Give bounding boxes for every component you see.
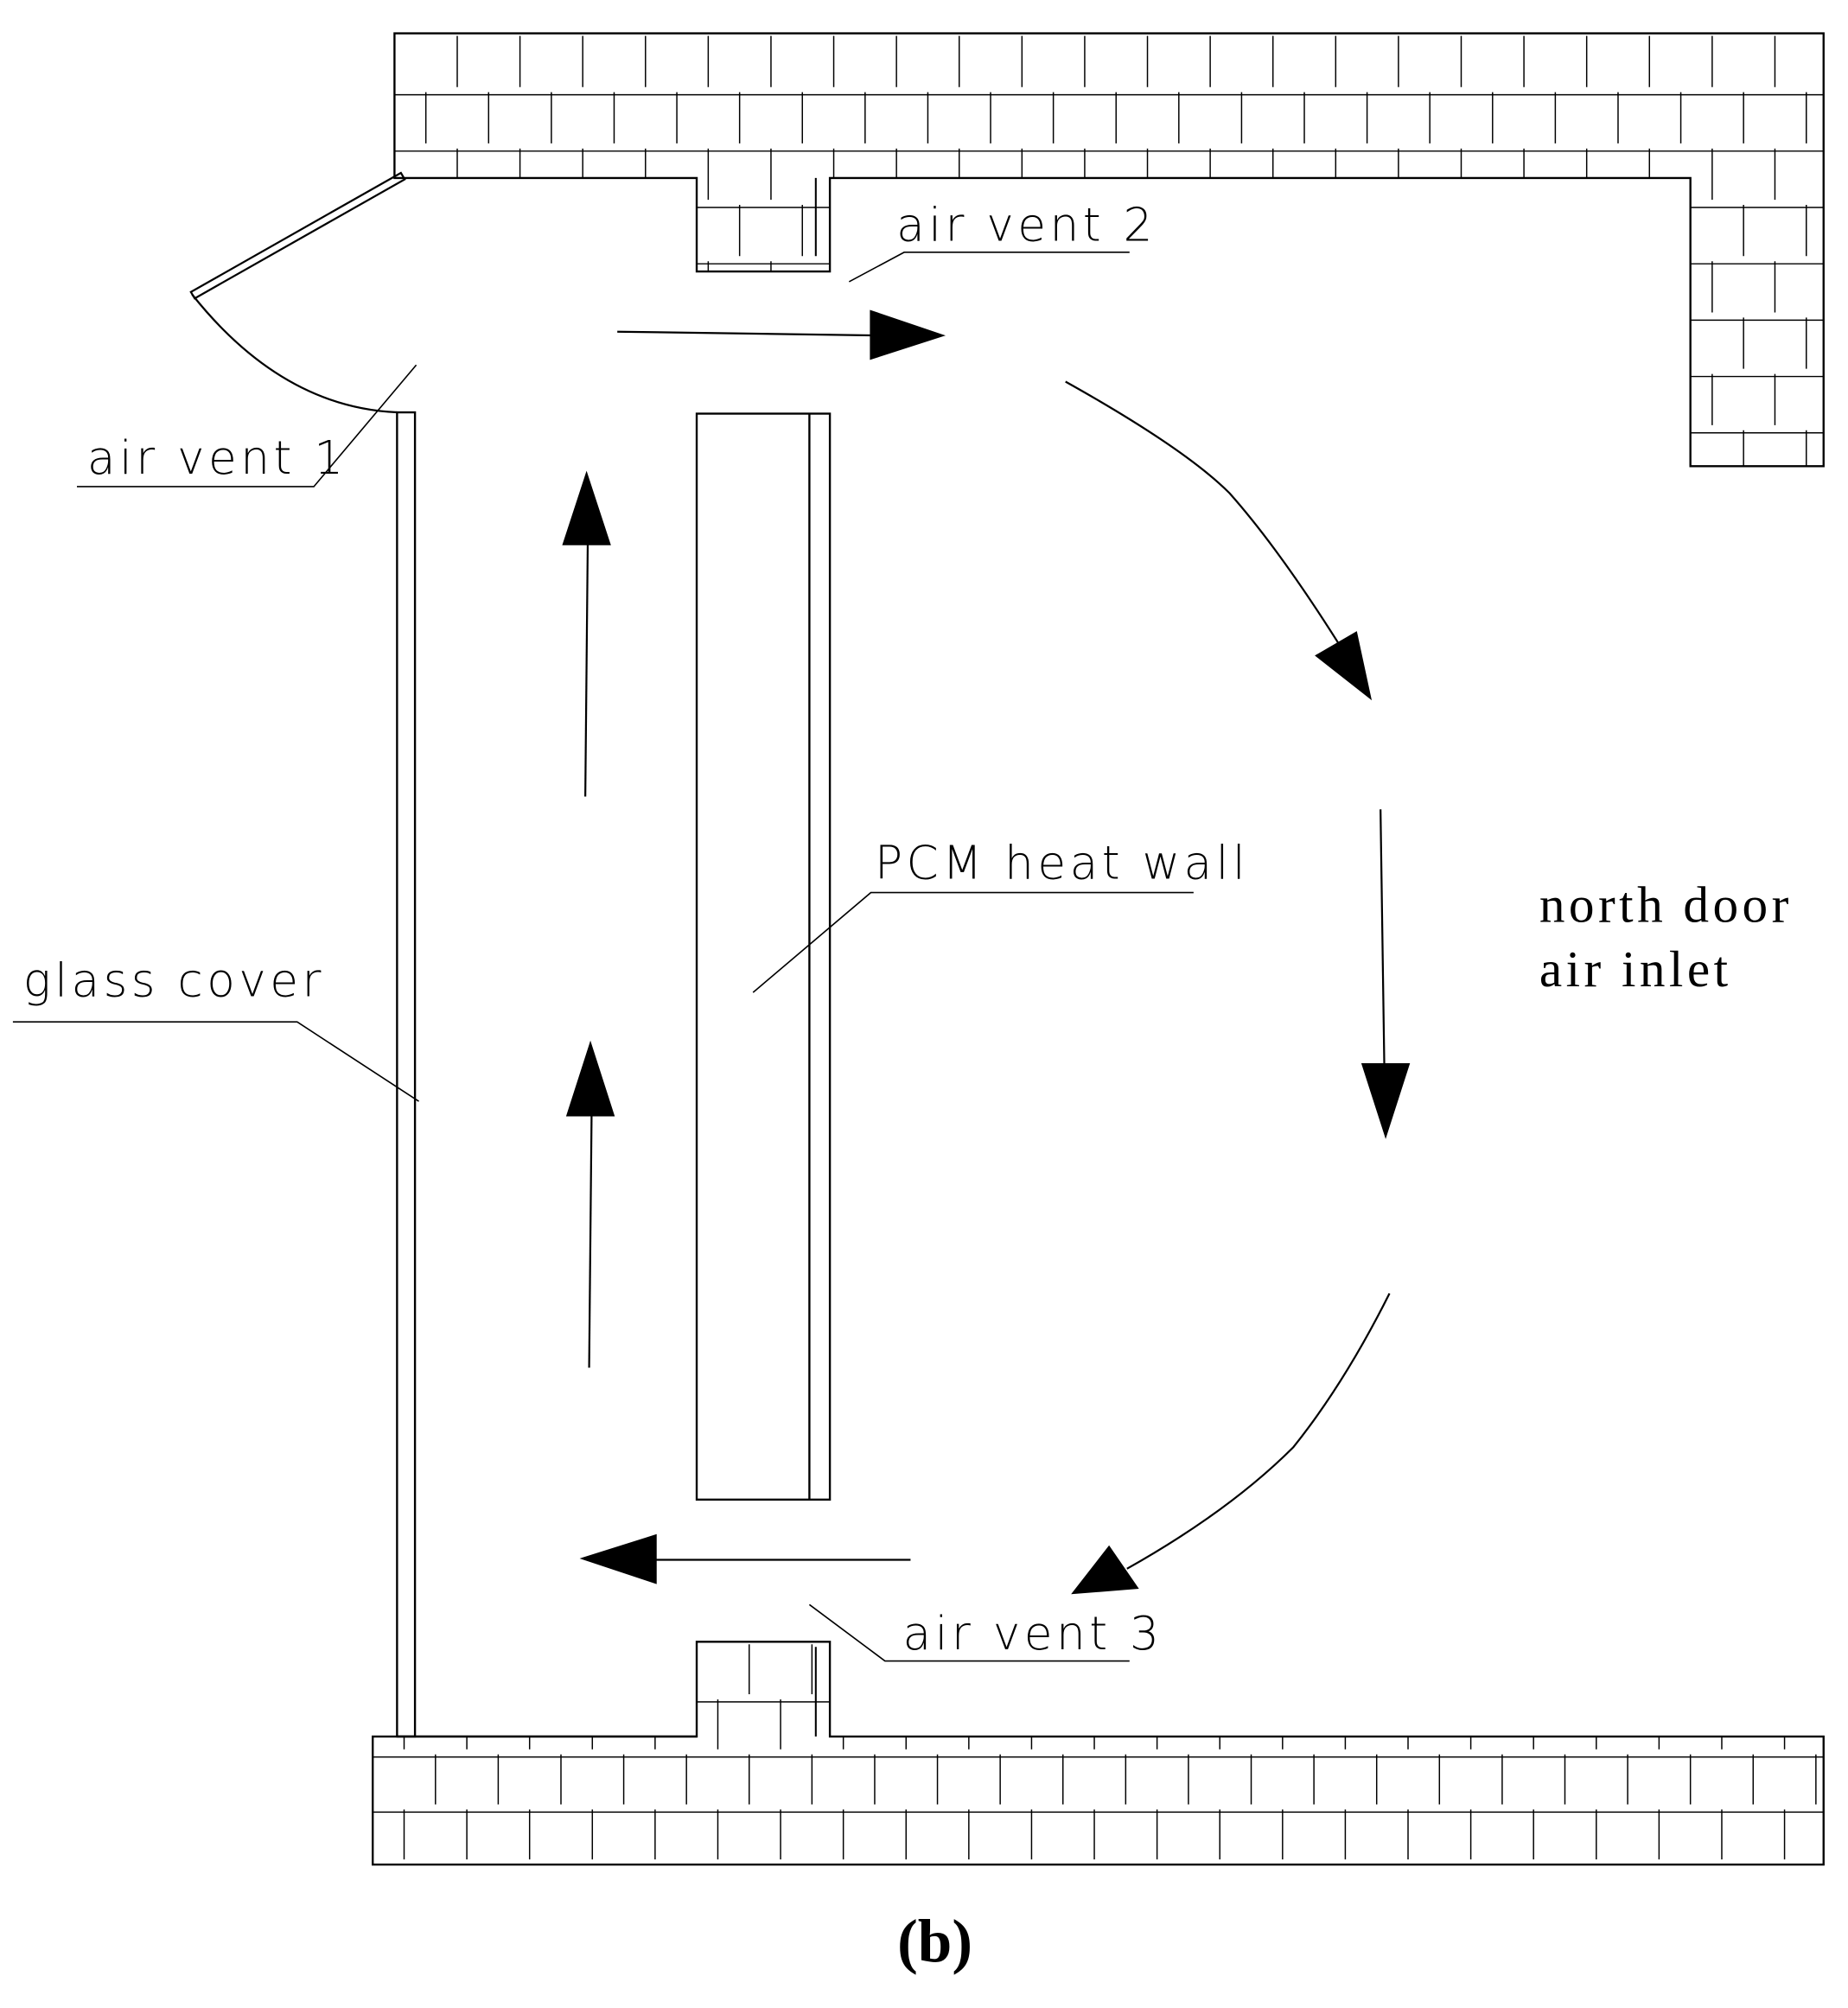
pcm-heat-wall (695, 412, 832, 1501)
arrow-curve-right-upper-head (1315, 631, 1373, 701)
leader-air-vent-3 (808, 1603, 1130, 1662)
arrow-up-lower (588, 1104, 593, 1368)
arrow-down-head (1361, 1063, 1411, 1139)
label-air-vent-2: air vent 2 (896, 198, 1157, 252)
glass-cover (396, 411, 698, 1738)
label-glass-cover: glass cover (23, 953, 325, 1008)
air-vent-1-flap (189, 171, 406, 414)
figure-caption: (b) (897, 1909, 972, 1976)
arrow-curve-right-lower-head (1071, 1545, 1139, 1595)
arrow-up-lower-head (565, 1040, 615, 1117)
leader-glass-cover (12, 1021, 419, 1102)
label-air-vent-3: air vent 3 (903, 1606, 1163, 1661)
arrow-top-right (617, 330, 884, 337)
arrow-curve-right-upper (1065, 380, 1346, 654)
label-air-inlet: air inlet (1539, 940, 1732, 998)
leader-air-vent-2 (848, 252, 1130, 283)
leader-air-vent-1 (76, 364, 417, 488)
airflow-arrows (562, 309, 1411, 1595)
arrow-top-right-head (870, 309, 946, 360)
leader-pcm-heat-wall (752, 891, 1194, 993)
arrow-up-upper (584, 531, 589, 797)
arrow-bottom-left-head (579, 1533, 657, 1584)
leader-lines (12, 252, 1194, 1662)
bottom-masonry-wall (372, 1641, 1825, 1866)
top-masonry-wall (393, 32, 1825, 468)
arrow-down (1380, 809, 1386, 1070)
label-pcm-heat-wall: PCM heat wall (875, 835, 1249, 889)
arrow-curve-right-lower (1126, 1292, 1391, 1570)
arrow-up-upper-head (562, 470, 611, 545)
label-north-door: north door (1539, 877, 1793, 934)
label-air-vent-1: air vent 1 (87, 430, 347, 485)
